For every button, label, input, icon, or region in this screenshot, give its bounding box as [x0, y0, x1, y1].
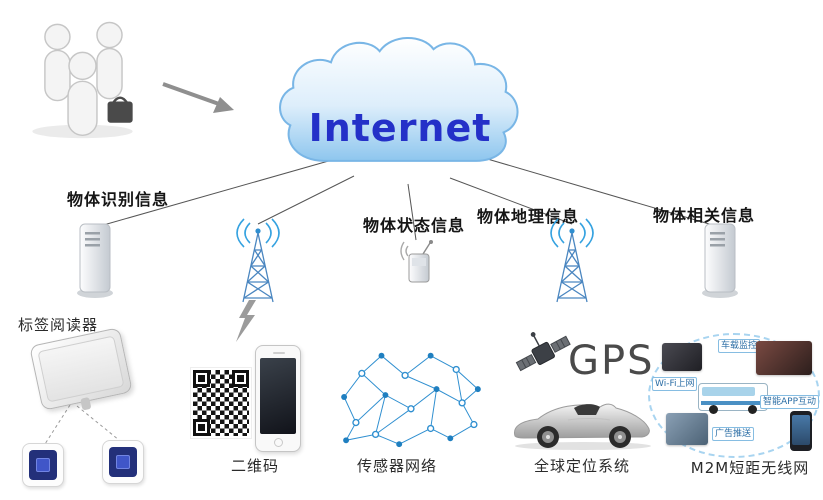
bus-photo	[756, 341, 812, 375]
storefront-photo	[666, 413, 708, 445]
rfid-tag-body	[109, 447, 137, 477]
antenna-tower-gps-icon	[550, 218, 594, 303]
arrow-icon	[162, 82, 234, 113]
caption-gps-system: 全球定位系统	[533, 457, 630, 475]
m2m-label-ads: 广告推送	[712, 427, 755, 442]
reader-plate	[37, 335, 125, 403]
antenna-tower-qr-icon	[236, 218, 280, 303]
branch-label-related: 物体相关信息	[652, 206, 755, 225]
m2m-label-smart-app: 智能APP互动	[760, 395, 820, 410]
rfid-tag-body	[29, 450, 57, 480]
m2m-cluster: 车载监控 Wi-Fi上网 智能APP互动 广告推送	[648, 333, 820, 458]
branch-label-geographic: 物体地理信息	[476, 207, 579, 226]
bus-windows	[702, 387, 755, 396]
caption-qr: 二维码	[230, 457, 279, 475]
sensor-network-graph	[341, 352, 481, 448]
cloud-shape	[279, 37, 519, 162]
server-tower-left-icon	[77, 223, 113, 298]
phone-speaker	[273, 352, 285, 354]
phone-screen	[260, 358, 296, 434]
server-tower-right-icon	[702, 223, 738, 298]
rfid-tag-left	[22, 443, 64, 487]
internet-label: Internet	[308, 106, 492, 150]
qr-finder	[232, 370, 249, 387]
branch-label-status: 物体状态信息	[362, 216, 465, 235]
people-icon	[32, 21, 133, 139]
gps-text: GPS	[568, 338, 655, 384]
car-image	[513, 403, 651, 450]
vehicle-monitor-photo	[662, 343, 702, 371]
m2m-dashed-ellipse	[648, 333, 820, 458]
m2m-label-wifi: Wi-Fi上网	[652, 377, 698, 392]
m2m-label-vehicle-monitor: 车载监控	[718, 339, 761, 354]
qr-finder	[193, 370, 210, 387]
phone-home-button	[274, 438, 283, 447]
smartphone-icon	[255, 345, 301, 452]
qr-code-icon	[190, 367, 252, 439]
bus-wheel	[709, 405, 718, 414]
caption-sensor-network: 传感器网络	[356, 457, 437, 475]
bus-stripe	[701, 401, 765, 405]
smartphone-photo-screen	[792, 415, 810, 445]
internet-cloud: Internet	[268, 20, 532, 190]
lightning-bolt-icon	[236, 300, 256, 342]
caption-tag-reader: 标签阅读器	[17, 316, 98, 334]
rfid-chip	[116, 455, 130, 469]
satellite-icon	[515, 332, 571, 372]
branch-label-identification: 物体识别信息	[66, 190, 169, 209]
bus-wheel	[748, 405, 757, 414]
rfid-chip	[36, 458, 50, 472]
qr-finder	[193, 419, 210, 436]
bus-icon	[698, 383, 768, 414]
caption-m2m: M2M短距无线网	[690, 459, 810, 477]
sensor-device-icon	[400, 240, 433, 283]
rfid-tag-right	[102, 440, 144, 484]
reader-antenna-nub	[80, 396, 92, 411]
smartphone-photo	[790, 411, 812, 451]
